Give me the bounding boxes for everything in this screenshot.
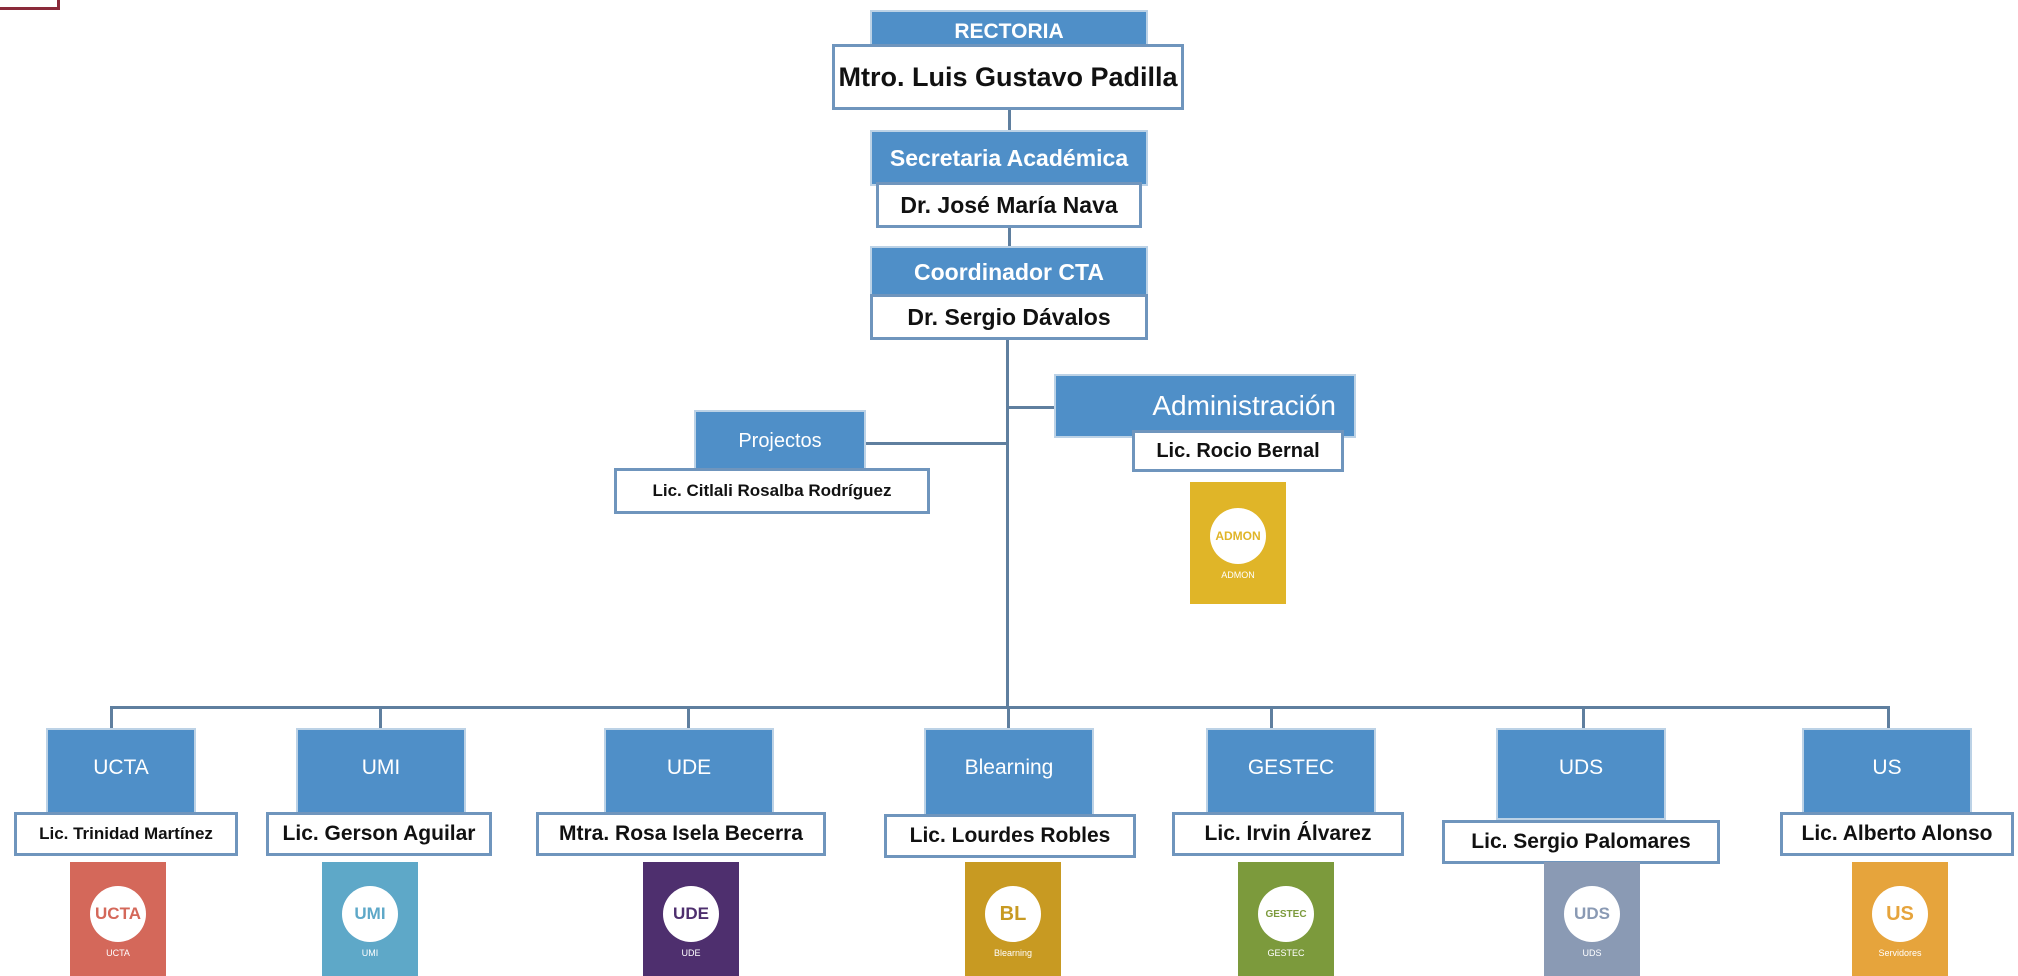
unit-logo: UDE UDE — [643, 862, 739, 976]
unit-title: Blearning — [924, 728, 1094, 820]
unit-logo-circle: UMI — [342, 886, 398, 942]
connector — [110, 706, 1890, 709]
secretaria-title: Secretaria Académica — [870, 130, 1148, 186]
unit-title: UCTA — [46, 728, 196, 820]
unit-logo-circle: BL — [985, 886, 1041, 942]
unit-logo-subtitle: UDE — [681, 948, 701, 958]
connector — [1887, 706, 1890, 730]
unit-logo-circle: US — [1872, 886, 1928, 942]
unit-title: UDE — [604, 728, 774, 820]
unit-logo-circle: UDS — [1564, 886, 1620, 942]
connector — [110, 706, 113, 730]
unit-title: US — [1802, 728, 1972, 820]
unit-name: Lic. Alberto Alonso — [1780, 812, 2014, 856]
unit-name: Lic. Lourdes Robles — [884, 814, 1136, 858]
unit-logo-circle: GESTEC — [1258, 886, 1314, 942]
connector — [1270, 706, 1273, 730]
admon-logo: ADMON ADMON — [1190, 482, 1286, 604]
connector — [687, 706, 690, 730]
unit-logo-subtitle: GESTEC — [1267, 948, 1305, 958]
secretaria-name: Dr. José María Nava — [876, 182, 1142, 228]
unit-logo: UDS UDS — [1544, 862, 1640, 976]
unit-logo: BL Blearning — [965, 862, 1061, 976]
coordinador-name: Dr. Sergio Dávalos — [870, 294, 1148, 340]
connector — [1007, 706, 1010, 730]
unit-name: Lic. Gerson Aguilar — [266, 812, 492, 856]
rectoria-name: Mtro. Luis Gustavo Padilla — [832, 44, 1184, 110]
connector — [865, 442, 1007, 445]
coordinador-title: Coordinador CTA — [870, 246, 1148, 298]
connector — [1008, 226, 1011, 246]
proyectos-title: Projectos — [694, 410, 866, 472]
unit-name: Lic. Trinidad Martínez — [14, 812, 238, 856]
connector — [1582, 706, 1585, 730]
unit-name: Lic. Irvin Álvarez — [1172, 812, 1404, 856]
admon-logo-circle: ADMON — [1210, 508, 1266, 564]
unit-title: UDS — [1496, 728, 1666, 820]
unit-name: Lic. Sergio Palomares — [1442, 820, 1720, 864]
connector — [1006, 338, 1009, 708]
unit-title: GESTEC — [1206, 728, 1376, 820]
unit-logo-circle: UCTA — [90, 886, 146, 942]
unit-name: Mtra. Rosa Isela Becerra — [536, 812, 826, 856]
administracion-title: Administración — [1054, 374, 1356, 438]
unit-logo-subtitle: UDS — [1582, 948, 1602, 958]
connector — [379, 706, 382, 730]
administracion-name: Lic. Rocio Bernal — [1132, 430, 1344, 472]
admon-logo-subtitle: ADMON — [1221, 570, 1255, 580]
unit-logo: UCTA UCTA — [70, 862, 166, 976]
unit-title: UMI — [296, 728, 466, 820]
unit-logo-subtitle: UCTA — [106, 948, 130, 958]
proyectos-name: Lic. Citlali Rosalba Rodríguez — [614, 468, 930, 514]
unit-logo-circle: UDE — [663, 886, 719, 942]
unit-logo: US Servidores — [1852, 862, 1948, 976]
unit-logo: GESTEC GESTEC — [1238, 862, 1334, 976]
unit-logo-subtitle: Blearning — [993, 948, 1033, 958]
corner-frame — [0, 0, 60, 10]
unit-logo-subtitle: Servidores — [1878, 948, 1922, 958]
unit-logo: UMI UMI — [322, 862, 418, 976]
connector — [1008, 406, 1056, 409]
unit-logo-subtitle: UMI — [361, 948, 379, 958]
connector — [1008, 108, 1011, 130]
